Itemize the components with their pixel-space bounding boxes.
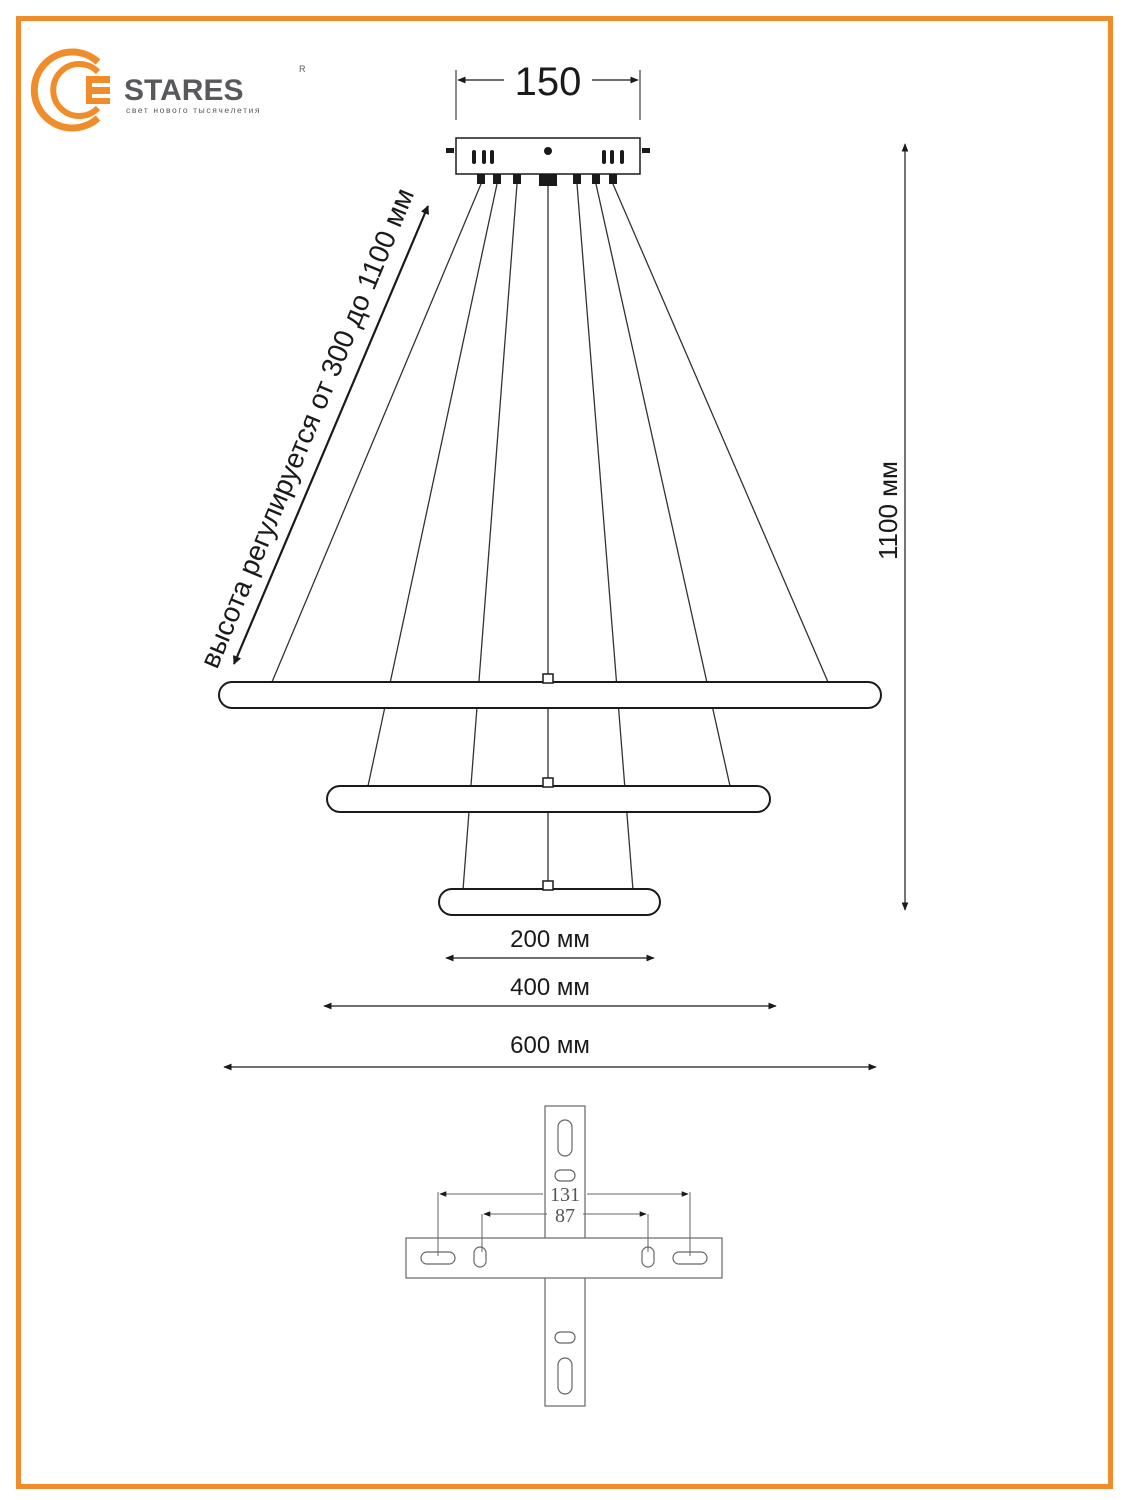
bracket-hole-bottom — [554, 1331, 576, 1344]
registered-mark: R — [299, 64, 306, 74]
bracket-hole-left — [473, 1246, 487, 1268]
canopy-width-dimension: 150 — [455, 60, 641, 120]
canopy-screw-left — [446, 148, 454, 153]
brand-logo: STARES R свет нового тысячелетия — [30, 48, 306, 132]
canopy-screw-right — [642, 148, 650, 153]
bracket-hole-top — [554, 1169, 576, 1182]
canopy-body — [455, 137, 641, 175]
diameter-600-label: 600 мм — [510, 1032, 590, 1059]
bracket-slot-top — [557, 1119, 573, 1157]
height-adjust-arrow — [232, 205, 430, 665]
bracket-outer-spacing-label: 131 — [550, 1184, 580, 1206]
diameter-400-label: 400 мм — [510, 974, 590, 1001]
mounting-bracket: 131 87 — [405, 1105, 723, 1407]
ring-medium — [326, 777, 771, 813]
diameter-600-dimension: 600 мм — [223, 1032, 877, 1071]
ring-small — [438, 880, 661, 916]
bracket-slot-bottom — [557, 1357, 573, 1395]
ceiling-canopy — [446, 137, 650, 186]
diameter-400-dimension: 400 мм — [323, 974, 777, 1010]
total-height-dimension: 1100 мм — [873, 143, 909, 911]
diameter-200-dimension: 200 мм — [445, 926, 655, 962]
brand-tagline: свет нового тысячелетия — [126, 105, 261, 115]
canopy-width-label: 150 — [515, 60, 582, 104]
brand-name: STARES — [124, 74, 243, 107]
canopy-center-screw — [544, 147, 552, 155]
ring-large — [218, 673, 882, 709]
bracket-inner-spacing-label: 87 — [555, 1205, 575, 1227]
logo-e-gap-top — [92, 83, 110, 87]
total-height-label: 1100 мм — [873, 461, 903, 560]
page-frame — [16, 16, 1113, 1489]
diameter-200-label: 200 мм — [510, 926, 590, 953]
logo-e-gap-bottom — [92, 94, 110, 98]
logo-arc-inner — [50, 61, 101, 119]
bracket-horizontal-bar — [405, 1237, 723, 1279]
height-adjust-dimension: высота регулируется от 300 до 1100 мм — [194, 184, 430, 672]
logo-arc-outer — [30, 48, 101, 132]
logo-e-block — [86, 76, 110, 104]
